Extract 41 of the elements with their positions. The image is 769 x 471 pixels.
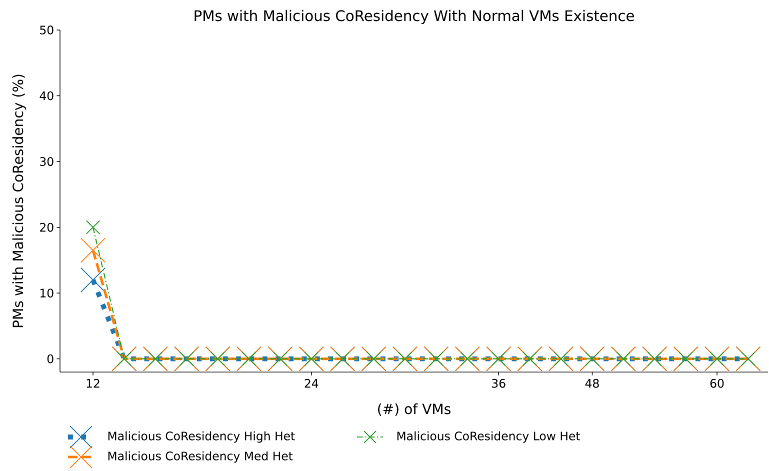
- point: [429, 352, 444, 366]
- point: [554, 352, 568, 366]
- point: [210, 352, 225, 366]
- point: [80, 238, 106, 263]
- point: [647, 352, 662, 366]
- point: [179, 352, 194, 366]
- tick-label: 12: [86, 378, 100, 388]
- tick-label: 48: [585, 378, 599, 388]
- point: [335, 352, 350, 366]
- point: [678, 352, 693, 366]
- tick-label: 40: [40, 91, 54, 100]
- point: [80, 267, 106, 292]
- legend-label: Malicious CoResidency Low Het: [397, 431, 580, 443]
- point: [398, 352, 412, 366]
- point: [242, 352, 256, 366]
- legend-label: Malicious CoResidency High Het: [108, 431, 295, 443]
- chart-title: PMs with Malicious CoResidency With Normal VMs Existence: [194, 10, 634, 24]
- axis-title: (#) of VMs: [378, 403, 450, 416]
- point: [148, 352, 163, 366]
- tick-label: 24: [304, 378, 318, 388]
- point: [366, 352, 381, 366]
- point: [304, 352, 319, 366]
- point: [117, 352, 132, 366]
- tick-label: 0: [47, 354, 54, 364]
- axis-title: PMs with Malicious CoResidency (%): [12, 74, 26, 328]
- tick-label: 30: [40, 157, 54, 166]
- point: [522, 352, 537, 366]
- tick-label: 50: [40, 26, 54, 34]
- point: [273, 352, 288, 366]
- tick-label: 36: [492, 378, 506, 388]
- tick-label: 20: [40, 222, 54, 232]
- point: [616, 352, 631, 366]
- point: [491, 352, 506, 366]
- tick-label: 60: [710, 378, 724, 388]
- point: [460, 352, 475, 366]
- point: [741, 352, 756, 366]
- point: [585, 352, 600, 366]
- point: [86, 220, 100, 234]
- legend-label: Malicious CoResidency Med Het: [108, 451, 293, 463]
- tick-label: 10: [40, 288, 54, 298]
- point: [710, 352, 724, 366]
